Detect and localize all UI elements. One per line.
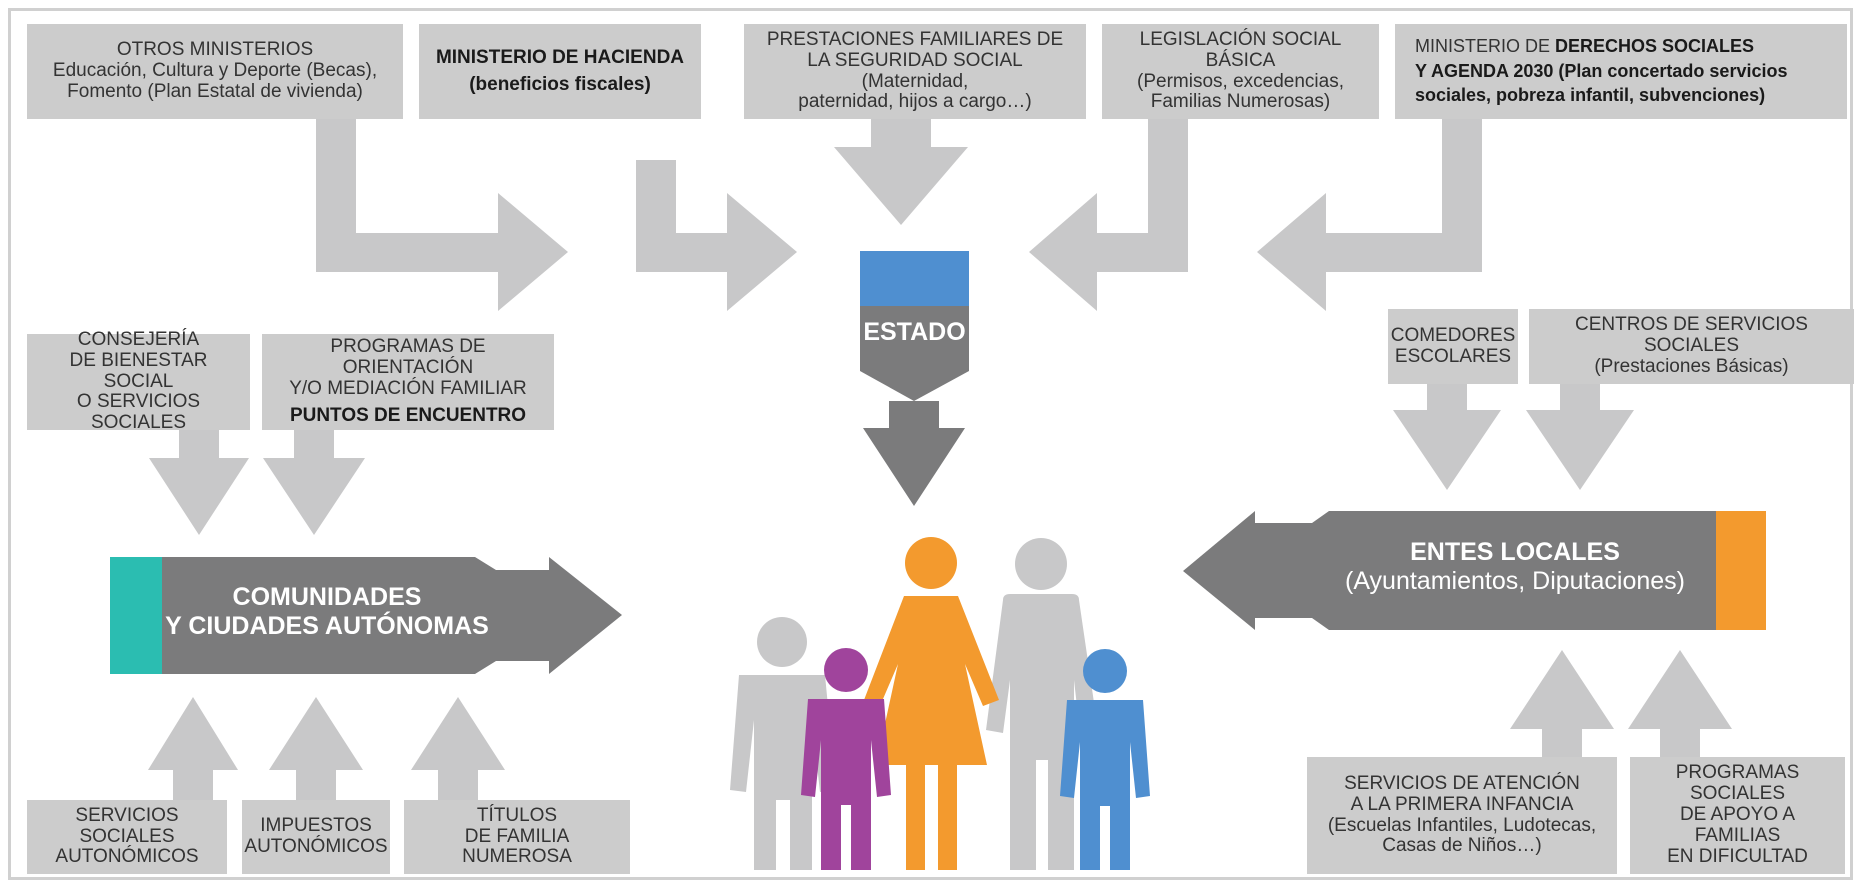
titulos-familia-numerosa-box: TÍTULOS DE FAMILIA NUMEROSA <box>404 800 630 874</box>
orange-woman-figure <box>864 537 999 870</box>
estado-down-arrow <box>863 401 965 506</box>
estado-body <box>860 306 969 401</box>
centros-servicios-sociales-box: CENTROS DE SERVICIOS SOCIALES (Prestacio… <box>1529 309 1854 384</box>
arrow-primera-infancia-up <box>1510 650 1614 757</box>
primera-infancia-box: SERVICIOS DE ATENCIÓN A LA PRIMERA INFAN… <box>1307 757 1617 874</box>
primera-infancia-line1: SERVICIOS DE ATENCIÓN <box>1344 772 1580 794</box>
prestaciones-familiares-box: PRESTACIONES FAMILIARES DE LA SEGURIDAD … <box>744 24 1086 119</box>
derechos-line3: sociales, pobreza infantil, subvenciones… <box>1415 85 1766 106</box>
prestaciones-line3: paternidad, hijos a cargo…) <box>798 91 1032 113</box>
arrow-impuestos-up <box>269 697 363 800</box>
arrow-centros-down <box>1526 384 1634 490</box>
estado-label: ESTADO <box>863 318 966 346</box>
arrow-servicios-up <box>148 697 238 800</box>
programas-sociales-line3: EN DIFICULTAD <box>1667 845 1808 867</box>
servicios-sociales-autonomicos-box: SERVICIOS SOCIALES AUTONÓMICOS <box>27 800 227 874</box>
comedores-line1: COMEDORES <box>1390 324 1516 346</box>
arrow-prestaciones-to-estado <box>834 118 968 225</box>
top-arrows <box>316 118 1482 311</box>
family-icon <box>730 537 1150 870</box>
entes-orange-bar <box>1716 511 1766 630</box>
impuestos-line2: AUTONÓMICOS <box>244 836 388 857</box>
prestaciones-line1: PRESTACIONES FAMILIARES DE <box>766 28 1064 50</box>
programas-sociales-box: PROGRAMAS SOCIALES DE APOYO A FAMILIAS E… <box>1630 757 1845 874</box>
derechos-line1: MINISTERIO DE DERECHOS SOCIALES <box>1415 35 1755 57</box>
entes-line1: ENTES LOCALES <box>1410 538 1620 566</box>
derechos-line1a: MINISTERIO DE <box>1415 35 1551 56</box>
diagram-frame <box>8 8 1853 880</box>
programas-sociales-line2: DE APOYO A FAMILIAS <box>1679 804 1796 846</box>
legislacion-title: LEGISLACIÓN SOCIAL BÁSICA <box>1139 28 1342 71</box>
arrow-legislacion-to-estado <box>1029 118 1188 311</box>
arrow-comedores-down <box>1393 384 1501 490</box>
entes-arrow <box>1183 511 1716 630</box>
otros-ministerios-line2: Educación, Cultura y Deporte (Becas), <box>52 60 378 82</box>
consejeria-line2: DE BIENESTAR SOCIAL <box>69 349 208 392</box>
purple-child-figure <box>801 648 891 870</box>
arrow-titulos-up <box>411 697 505 800</box>
ministerio-hacienda-box: MINISTERIO DE HACIENDA (beneficios fisca… <box>419 24 701 119</box>
consejeria-box: CONSEJERÍA DE BIENESTAR SOCIAL O SERVICI… <box>27 329 250 433</box>
entes-locales-label: ENTES LOCALES (Ayuntamientos, Diputacion… <box>1320 538 1710 596</box>
entes-line2: (Ayuntamientos, Diputaciones) <box>1345 566 1685 595</box>
legislacion-line2: (Permisos, excedencias, <box>1137 70 1344 92</box>
centros-line1: CENTROS DE SERVICIOS SOCIALES <box>1575 314 1808 357</box>
otros-ministerios-line3: Fomento (Plan Estatal de vivienda) <box>67 80 363 102</box>
gray-adult-figure <box>986 538 1098 870</box>
left-down-arrows <box>149 430 365 535</box>
comunidades-teal-bar <box>110 557 162 674</box>
prestaciones-line2: LA SEGURIDAD SOCIAL (Maternidad, <box>807 49 1023 92</box>
derechos-line1b: DERECHOS SOCIALES <box>1555 35 1755 56</box>
arrow-otros-to-estado <box>316 118 568 311</box>
estado-blue-bar <box>860 251 969 306</box>
titulos-line1: TÍTULOS <box>476 804 558 826</box>
ministerio-hacienda-title: MINISTERIO DE HACIENDA <box>435 46 685 68</box>
right-up-arrows <box>1510 650 1732 757</box>
programas-orientacion-box: PROGRAMAS DE ORIENTACIÓN Y/O MEDIACIÓN F… <box>262 334 554 430</box>
comunidades-label: COMUNIDADES Y CIUDADES AUTÓNOMAS <box>162 583 492 641</box>
impuestos-autonomicos-box: IMPUESTOS AUTONÓMICOS <box>242 800 390 874</box>
ministerio-hacienda-line2: (beneficios fiscales) <box>469 73 651 95</box>
primera-infancia-line4: Casas de Niños…) <box>1382 835 1542 857</box>
ministerio-derechos-sociales-box: MINISTERIO DE DERECHOS SOCIALES Y AGENDA… <box>1395 24 1847 119</box>
servicios-sociales-line1: SERVICIOS SOCIALES <box>75 804 179 847</box>
servicios-sociales-line2: AUTONÓMICOS <box>55 846 199 868</box>
programas-line1: PROGRAMAS DE ORIENTACIÓN <box>330 336 486 379</box>
derechos-line2: Y AGENDA 2030 (Plan concertado servicios <box>1415 60 1788 81</box>
right-down-arrows <box>1393 384 1634 490</box>
comunidades-arrow <box>162 557 622 674</box>
legislacion-social-box: LEGISLACIÓN SOCIAL BÁSICA (Permisos, exc… <box>1102 24 1379 119</box>
consejeria-line3: O SERVICIOS SOCIALES <box>76 391 201 434</box>
titulos-line2: DE FAMILIA NUMEROSA <box>462 825 572 868</box>
primera-infancia-line2: A LA PRIMERA INFANCIA <box>1350 793 1574 815</box>
blue-child-figure <box>1060 649 1150 870</box>
arrow-consejeria-down <box>149 430 249 535</box>
otros-ministerios-box: OTROS MINISTERIOS Educación, Cultura y D… <box>27 24 403 119</box>
left-up-arrows <box>148 697 505 800</box>
primera-infancia-line3: (Escuelas Infantiles, Ludotecas, <box>1327 814 1597 836</box>
legislacion-line3: Familias Numerosas) <box>1150 91 1331 113</box>
comedores-escolares-box: COMEDORES ESCOLARES <box>1388 309 1518 384</box>
comedores-line2: ESCOLARES <box>1394 345 1512 367</box>
programas-sociales-line1: PROGRAMAS SOCIALES <box>1675 762 1800 805</box>
arrow-programas-down <box>263 430 365 535</box>
otros-ministerios-title: OTROS MINISTERIOS <box>116 39 314 61</box>
centros-line2: (Prestaciones Básicas) <box>1594 355 1789 377</box>
arrow-hacienda-to-estado <box>636 160 797 311</box>
programas-line3: PUNTOS DE ENCUENTRO <box>289 404 527 426</box>
arrow-derechos-to-estado <box>1257 118 1482 311</box>
arrow-programas-sociales-up <box>1628 650 1732 757</box>
consejeria-line1: CONSEJERÍA <box>77 328 200 350</box>
comunidades-line2: Y CIUDADES AUTÓNOMAS <box>165 611 489 640</box>
programas-line2: Y/O MEDIACIÓN FAMILIAR <box>289 378 527 399</box>
comunidades-line1: COMUNIDADES <box>232 583 422 611</box>
impuestos-line1: IMPUESTOS <box>260 815 372 837</box>
